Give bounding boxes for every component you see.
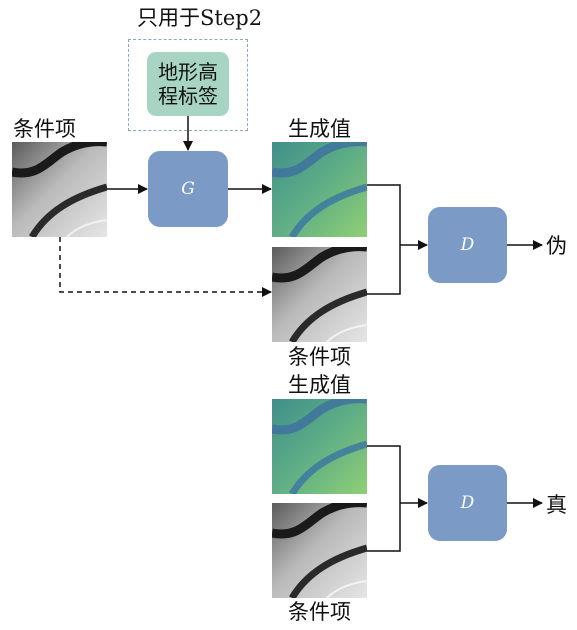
step2-only-label: 只用于Step2 <box>137 6 263 30</box>
terrain-elevation-label-box: 地形高 程标签 <box>147 52 229 116</box>
condition-label-top: 条件项 <box>13 117 76 141</box>
generated-image-bottom <box>272 399 367 494</box>
generator-block: G <box>148 151 228 227</box>
condition-image-top <box>12 142 107 237</box>
condition-image-bottom <box>272 503 367 598</box>
merge-bracket-bottom <box>367 445 401 552</box>
generated-image-top <box>272 142 367 237</box>
fake-output-label: 伪 <box>546 234 567 258</box>
discriminator-block-bottom: D <box>428 465 507 541</box>
terrain-label-line1: 地形高 <box>158 60 218 84</box>
condition-label-bottom: 条件项 <box>288 600 351 624</box>
generated-label-mid: 生成值 <box>288 373 351 397</box>
discriminator-block-top: D <box>428 207 507 283</box>
terrain-label-line2: 程标签 <box>158 84 218 108</box>
real-output-label: 真 <box>546 493 567 517</box>
arrow-condition-dashed <box>59 237 272 297</box>
condition-label-mid: 条件项 <box>288 345 351 369</box>
generated-label-top: 生成值 <box>288 117 351 141</box>
condition-image-mid <box>272 247 367 342</box>
merge-bracket-top <box>367 184 401 295</box>
